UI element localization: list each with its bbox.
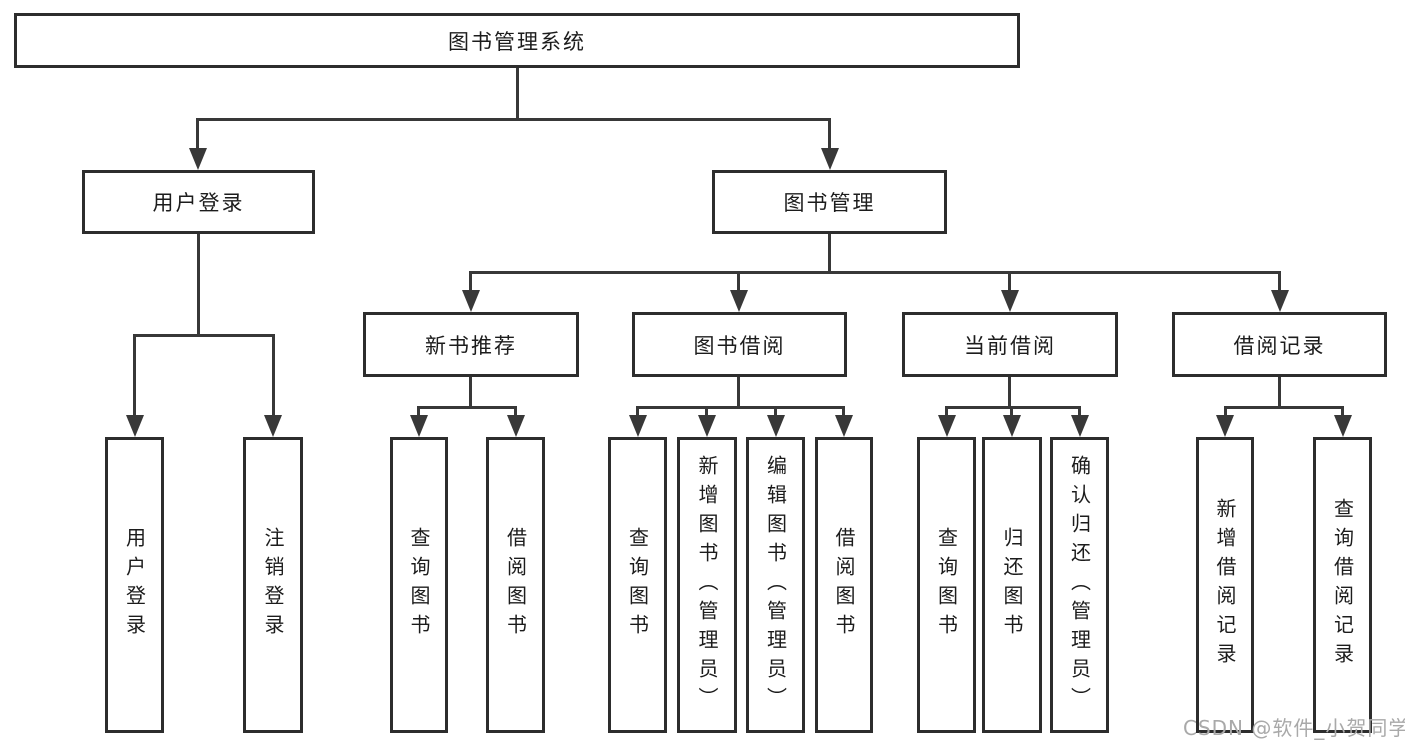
arrowhead-down-icon bbox=[1271, 290, 1289, 312]
arrowhead-down-icon bbox=[730, 290, 748, 312]
connector-line bbox=[1278, 271, 1281, 292]
node-current-borrow: 当前借阅 bbox=[902, 312, 1118, 377]
connector-line bbox=[469, 375, 472, 409]
connector-line bbox=[1341, 406, 1344, 417]
node-new-book-recommend-label: 新书推荐 bbox=[425, 333, 517, 358]
arrowhead-down-icon bbox=[698, 415, 716, 437]
node-leaf-cb-query-books-label: 查询图书 bbox=[934, 527, 959, 643]
arrowhead-down-icon bbox=[1003, 415, 1021, 437]
node-leaf-user-login: 用户登录 bbox=[105, 437, 164, 733]
arrowhead-down-icon bbox=[938, 415, 956, 437]
node-leaf-nb-query-books-label: 查询图书 bbox=[407, 527, 431, 643]
node-book-management-label: 图书管理 bbox=[783, 191, 876, 215]
connector-line bbox=[514, 406, 517, 417]
node-leaf-cb-confirm-return-admin: 确认归还（管理员） bbox=[1050, 437, 1109, 733]
arrowhead-down-icon bbox=[835, 415, 853, 437]
node-leaf-nb-query-books: 查询图书 bbox=[390, 437, 448, 733]
connector-line bbox=[516, 66, 519, 121]
node-leaf-bb-edit-books-admin: 编辑图书（管理员） bbox=[746, 437, 805, 733]
node-leaf-bb-query-books-label: 查询图书 bbox=[625, 527, 650, 643]
connector-line bbox=[469, 271, 1281, 274]
arrowhead-down-icon bbox=[1001, 290, 1019, 312]
node-current-borrow-label: 当前借阅 bbox=[964, 333, 1056, 358]
node-leaf-cb-return-books-label: 归还图书 bbox=[1000, 527, 1024, 643]
node-leaf-bb-edit-books-admin-label: 编辑图书（管理员） bbox=[763, 454, 788, 716]
node-leaf-bb-add-books-admin-label: 新增图书（管理员） bbox=[695, 454, 719, 716]
connector-line bbox=[1278, 375, 1281, 409]
connector-line bbox=[828, 118, 831, 151]
node-leaf-user-login-label: 用户登录 bbox=[122, 527, 147, 643]
arrowhead-down-icon bbox=[767, 415, 785, 437]
arrowhead-down-icon bbox=[410, 415, 428, 437]
node-book-borrow-label: 图书借阅 bbox=[693, 333, 786, 358]
node-new-book-recommend: 新书推荐 bbox=[363, 312, 579, 377]
connector-line bbox=[1078, 406, 1081, 417]
connector-line bbox=[133, 334, 136, 419]
connector-line bbox=[737, 375, 740, 409]
node-leaf-logout: 注销登录 bbox=[243, 437, 303, 733]
arrowhead-down-icon bbox=[189, 148, 207, 170]
node-leaf-cb-confirm-return-admin-label: 确认归还（管理员） bbox=[1067, 454, 1092, 716]
node-leaf-br-query-record: 查询借阅记录 bbox=[1313, 437, 1372, 733]
node-leaf-bb-query-books: 查询图书 bbox=[608, 437, 667, 733]
connector-line bbox=[469, 271, 472, 292]
node-borrow-records: 借阅记录 bbox=[1172, 312, 1387, 377]
connector-line bbox=[133, 334, 275, 337]
node-leaf-br-add-record-label: 新增借阅记录 bbox=[1213, 498, 1237, 672]
connector-line bbox=[774, 406, 777, 417]
arrowhead-down-icon bbox=[1071, 415, 1089, 437]
connector-line bbox=[1224, 406, 1343, 409]
connector-line bbox=[417, 406, 420, 417]
arrowhead-down-icon bbox=[126, 415, 144, 437]
node-book-management: 图书管理 bbox=[712, 170, 947, 234]
connector-line bbox=[196, 118, 199, 151]
connector-line bbox=[197, 231, 200, 337]
connector-line bbox=[1008, 271, 1011, 292]
node-book-borrow: 图书借阅 bbox=[632, 312, 847, 377]
connector-line bbox=[636, 406, 639, 417]
connector-line bbox=[636, 406, 845, 409]
connector-line bbox=[417, 406, 517, 409]
arrowhead-down-icon bbox=[821, 148, 839, 170]
node-root-label: 图书管理系统 bbox=[448, 29, 586, 54]
connector-line bbox=[272, 334, 275, 419]
node-leaf-logout-label: 注销登录 bbox=[261, 527, 285, 643]
connector-line bbox=[842, 406, 845, 417]
node-leaf-cb-query-books: 查询图书 bbox=[917, 437, 976, 733]
connector-line bbox=[1010, 406, 1013, 417]
connector-line bbox=[1224, 406, 1227, 417]
connector-line bbox=[945, 406, 948, 417]
node-leaf-bb-add-books-admin: 新增图书（管理员） bbox=[677, 437, 737, 733]
node-leaf-br-query-record-label: 查询借阅记录 bbox=[1330, 498, 1355, 672]
node-leaf-nb-borrow-books: 借阅图书 bbox=[486, 437, 545, 733]
arrowhead-down-icon bbox=[264, 415, 282, 437]
node-leaf-bb-borrow-books: 借阅图书 bbox=[815, 437, 873, 733]
node-leaf-cb-return-books: 归还图书 bbox=[982, 437, 1042, 733]
node-user-login-label: 用户登录 bbox=[152, 191, 245, 215]
connector-line bbox=[705, 406, 708, 417]
arrowhead-down-icon bbox=[507, 415, 525, 437]
csdn-watermark: CSDN @软件_小贺同学 bbox=[1183, 716, 1405, 740]
connector-line bbox=[828, 231, 831, 274]
arrowhead-down-icon bbox=[629, 415, 647, 437]
node-user-login: 用户登录 bbox=[82, 170, 315, 234]
node-borrow-records-label: 借阅记录 bbox=[1233, 333, 1326, 358]
connector-line bbox=[737, 271, 740, 292]
node-root: 图书管理系统 bbox=[14, 13, 1020, 68]
connector-line bbox=[1008, 375, 1011, 409]
node-leaf-nb-borrow-books-label: 借阅图书 bbox=[503, 527, 528, 643]
arrowhead-down-icon bbox=[1216, 415, 1234, 437]
node-leaf-bb-borrow-books-label: 借阅图书 bbox=[832, 527, 856, 643]
arrowhead-down-icon bbox=[462, 290, 480, 312]
arrowhead-down-icon bbox=[1334, 415, 1352, 437]
connector-line bbox=[196, 118, 831, 121]
node-leaf-br-add-record: 新增借阅记录 bbox=[1196, 437, 1254, 733]
